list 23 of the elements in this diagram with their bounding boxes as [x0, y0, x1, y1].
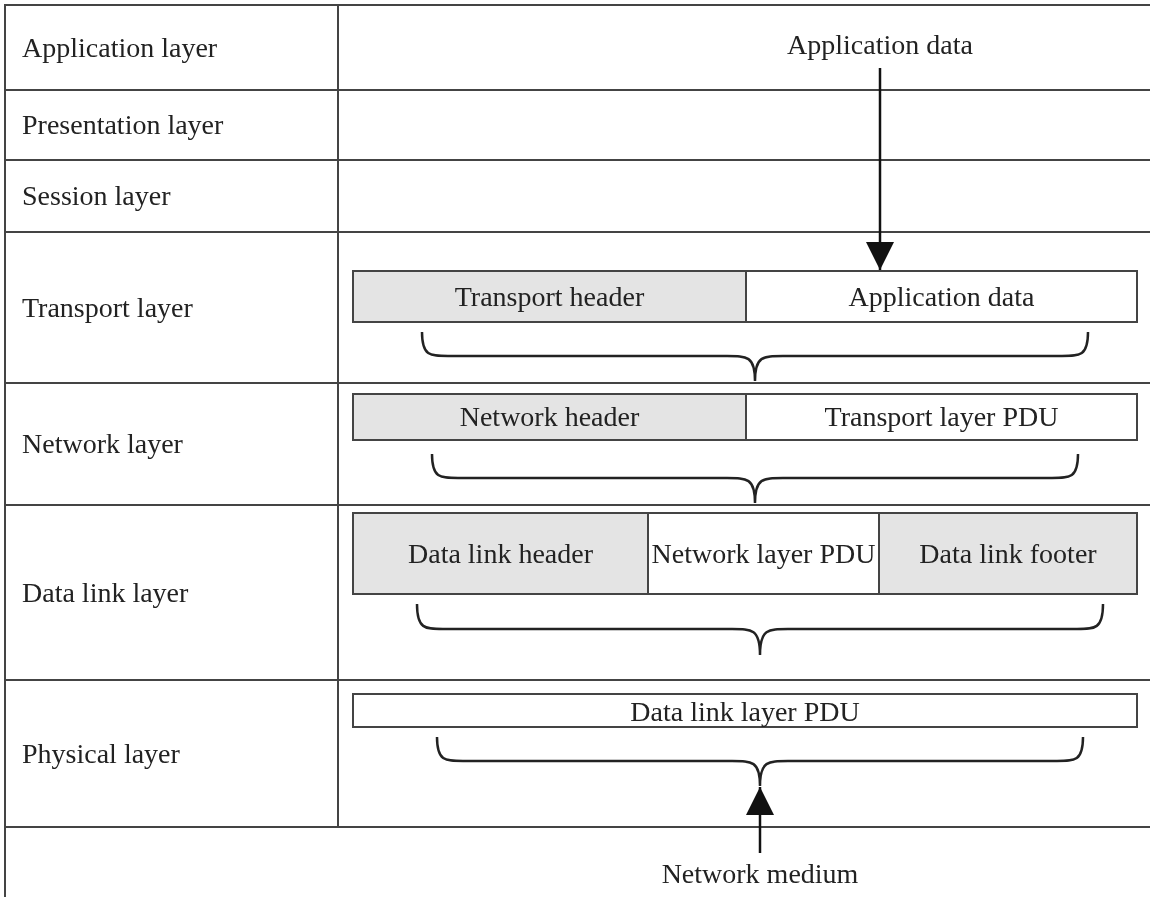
data-label: Application data: [780, 22, 980, 68]
layer-name: Presentation layer: [22, 108, 224, 142]
layer-name: Physical layer: [22, 736, 180, 771]
payload-segment: Data link layer PDU: [352, 693, 1138, 728]
curly-brace: [435, 735, 1085, 787]
payload-segment: Transport layer PDU: [745, 393, 1138, 441]
arrow: [746, 787, 774, 853]
payload-segment: Application data: [745, 270, 1138, 323]
curly-brace: [420, 330, 1090, 382]
layer-name: Session layer: [22, 179, 171, 213]
layer-name: Network layer: [22, 427, 183, 461]
header-segment: Data link footer: [878, 512, 1138, 595]
layer-name: Transport layer: [22, 290, 193, 325]
data-label: Network medium: [640, 853, 880, 895]
header-segment: Transport header: [352, 270, 747, 323]
curly-brace: [415, 602, 1105, 656]
layer-name: Application layer: [22, 30, 218, 65]
header-segment: Network header: [352, 393, 747, 441]
header-segment: Data link header: [352, 512, 649, 595]
layer-name: Data link layer: [22, 575, 189, 610]
curly-brace: [430, 452, 1080, 504]
payload-segment: Network layer PDU: [647, 512, 880, 595]
arrow: [866, 68, 894, 270]
